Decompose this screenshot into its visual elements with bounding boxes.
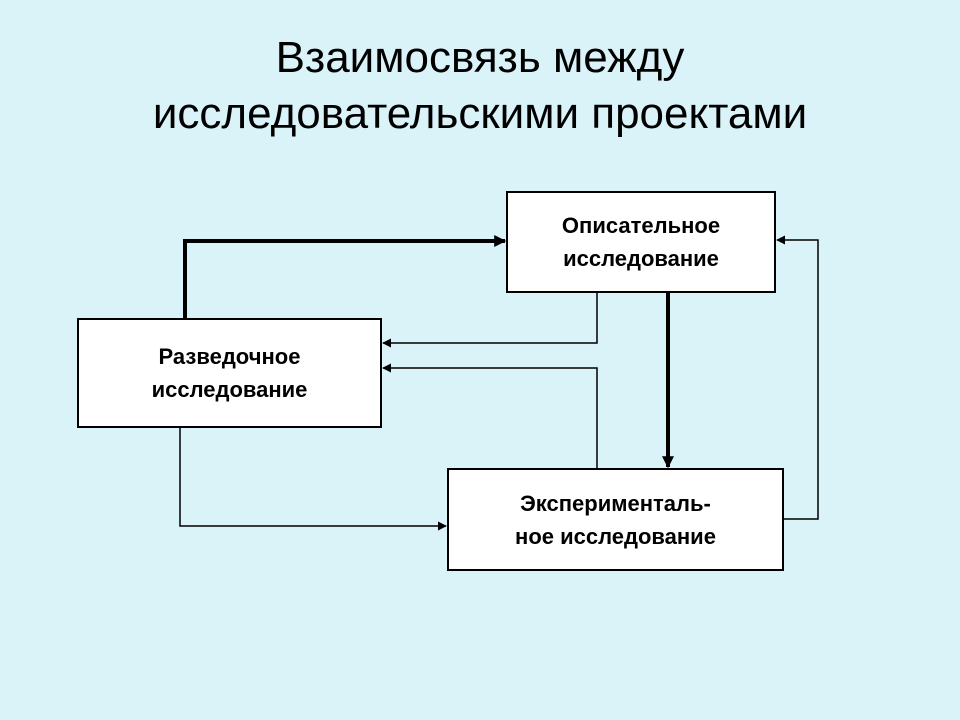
slide-title-line-1: Взаимосвязь между [275,33,685,82]
experimental-research-label-line-1: Эксперименталь- [520,490,711,516]
descriptive-research-label-line-2: исследование [563,246,719,271]
experimental-research-label-line-2: ное исследование [515,523,716,549]
arrow-descriptive-to-exploratory [382,293,598,348]
exploratory-research-label-line-1: Разведочное [158,344,301,369]
slide-title: Взаимосвязь между исследовательскими про… [0,30,960,142]
arrow-exploratory-to-experimental [179,428,447,531]
arrow-exploratory-to-descriptive [183,235,507,318]
exploratory-research-label-line-2: исследование [151,377,308,402]
arrow-experimental-to-exploratory [382,363,598,468]
descriptive-research-box: Описательное исследование [506,191,776,293]
slide-title-line-2: исследовательскими проектами [152,89,808,138]
exploratory-research-box: Разведочное исследование [77,318,382,428]
experimental-research-box: Эксперименталь- ное исследование [447,468,784,571]
arrow-experimental-to-descriptive [776,235,819,520]
descriptive-research-label-line-1: Описательное [561,213,721,238]
